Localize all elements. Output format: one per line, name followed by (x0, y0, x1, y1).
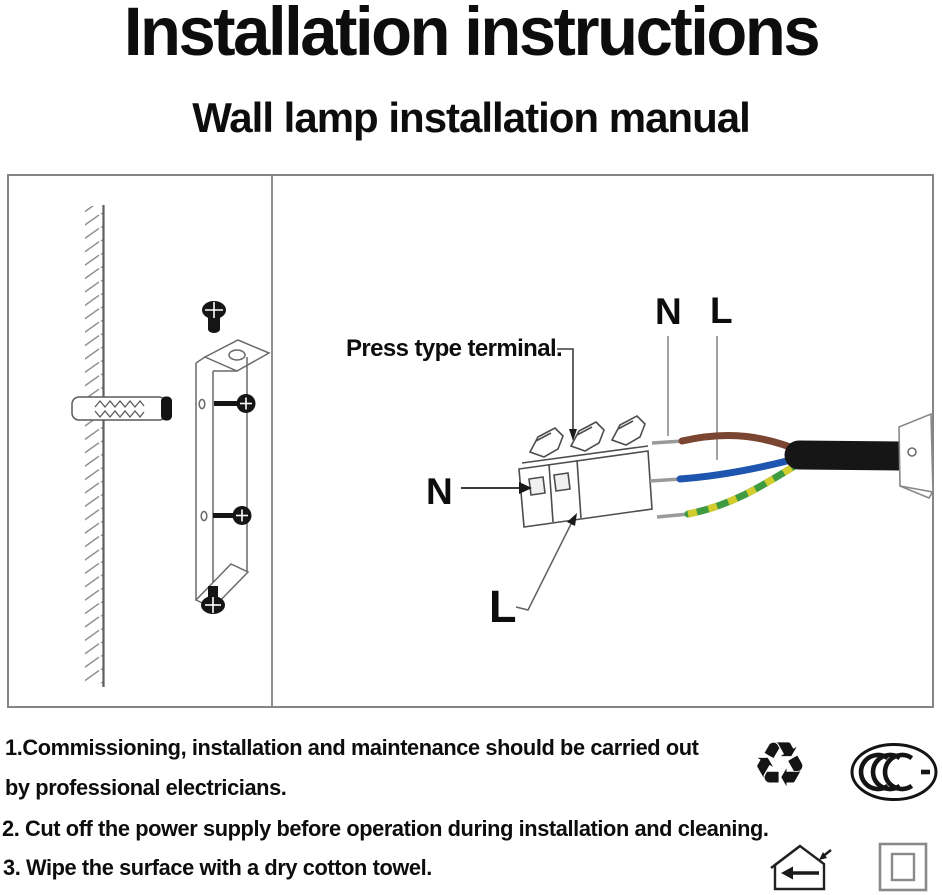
ccc-certification-icon (850, 743, 938, 801)
terminal-neutral-label: N (426, 471, 453, 512)
supply-live-label: L (710, 290, 733, 331)
mounting-bracket-drawing (194, 301, 271, 614)
leader-lines (461, 336, 718, 611)
page-title: Installation instructions (123, 0, 821, 70)
page-subtitle: Wall lamp installation manual (192, 94, 751, 141)
screw-bottom (201, 586, 225, 614)
note-line-2: by professional electricians. (5, 775, 287, 800)
wall-drawing (85, 205, 105, 687)
note-line-1: 1.Commissioning, installation and mainte… (5, 735, 699, 760)
note-line-3: 2. Cut off the power supply before opera… (2, 816, 769, 841)
screw-top (202, 301, 226, 333)
press-terminal-label: Press type terminal. (346, 335, 563, 362)
note-line-4: 3. Wipe the surface with a dry cotton to… (3, 855, 432, 880)
diagram-frame (7, 174, 934, 708)
power-cable-drawing (649, 412, 934, 519)
terminal-live-label: L (489, 581, 517, 632)
lamp-mount-plate-drawing (898, 412, 934, 500)
wall-anchor-drawing (71, 396, 172, 421)
class-ii-insulation-icon (878, 842, 928, 892)
terminal-block-drawing (518, 415, 653, 528)
screw-side-lower (213, 506, 252, 525)
indoor-use-only-icon (770, 844, 832, 891)
screw-side-upper (214, 394, 256, 413)
supply-neutral-label: N (655, 291, 682, 332)
recycling-icon: ♻ (752, 728, 808, 801)
